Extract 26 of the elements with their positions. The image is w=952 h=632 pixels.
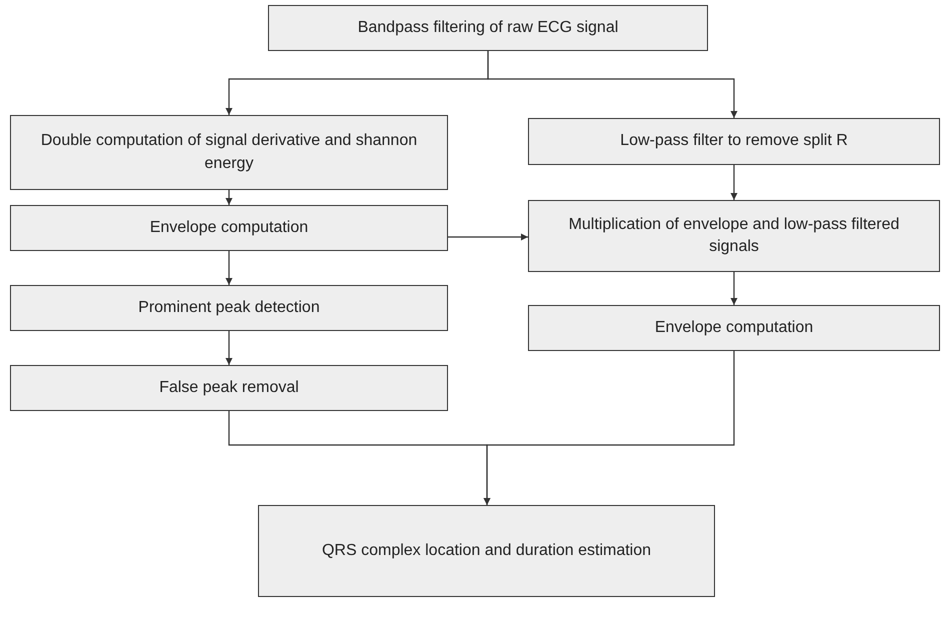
process-box: [528, 200, 940, 272]
box-text: Low-pass filter to remove split R: [620, 131, 848, 152]
box-text: QRS complex location and duration estimation: [322, 540, 652, 561]
process-box: [10, 365, 448, 411]
box-text: Double computation of signal derivative and shannon energy: [40, 131, 418, 174]
process-box: [258, 505, 715, 597]
arrow: [448, 234, 528, 240]
arrow: [226, 251, 232, 285]
box-text: Prominent peak detection: [138, 298, 320, 318]
arrow: [226, 190, 232, 205]
process-box: [268, 5, 708, 51]
arrow: [226, 331, 232, 365]
process-box: [528, 305, 940, 351]
box-text: False peak removal: [159, 378, 299, 398]
arrow: [730, 165, 738, 200]
box-text: Multiplication of envelope and low-pass filtered signals: [568, 214, 900, 257]
process-box: [10, 205, 448, 251]
box-text: Envelope computation: [654, 318, 814, 338]
process-box: [10, 115, 448, 190]
process-box: [10, 285, 448, 331]
box-text: Envelope computation: [150, 218, 308, 238]
arrow: [487, 51, 738, 118]
box-text: Bandpass filtering of raw ECG signal: [358, 18, 618, 38]
arrow: [730, 272, 738, 305]
arrow: [484, 351, 735, 505]
process-box: [528, 118, 940, 165]
